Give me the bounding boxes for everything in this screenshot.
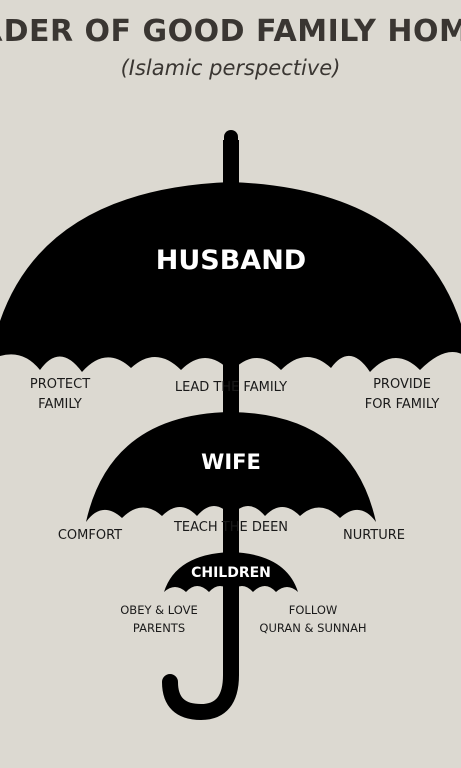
duty-comfort: COMFORT	[57, 528, 123, 543]
page-subtitle: (Islamic perspective)	[120, 56, 341, 80]
umbrella-tip	[224, 130, 238, 180]
children-umbrella-canopy	[164, 552, 298, 592]
role-children: CHILDREN	[191, 565, 271, 581]
role-wife: WIFE	[201, 450, 261, 474]
page-title: RDER OF GOOD FAMILY HOMI	[0, 14, 461, 49]
duty-provide-for-family: PROVIDE FOR FAMILY	[364, 377, 440, 412]
role-husband: HUSBAND	[155, 245, 307, 276]
duty-obey-love-parents: OBEY & LOVE PARENTS	[120, 603, 198, 635]
husband-umbrella-canopy	[0, 182, 461, 372]
duty-teach-the-deen: TEACH THE DEEN	[173, 520, 289, 535]
wife-umbrella-canopy	[86, 412, 376, 522]
duty-lead-the-family: LEAD THE FAMILY	[174, 380, 288, 395]
umbrella-handle	[162, 652, 239, 721]
duty-nurture: NURTURE	[342, 528, 406, 543]
duty-protect-family: PROTECT FAMILY	[29, 377, 91, 412]
duty-follow-quran-sunnah: FOLLOW QURAN & SUNNAH	[259, 603, 367, 635]
